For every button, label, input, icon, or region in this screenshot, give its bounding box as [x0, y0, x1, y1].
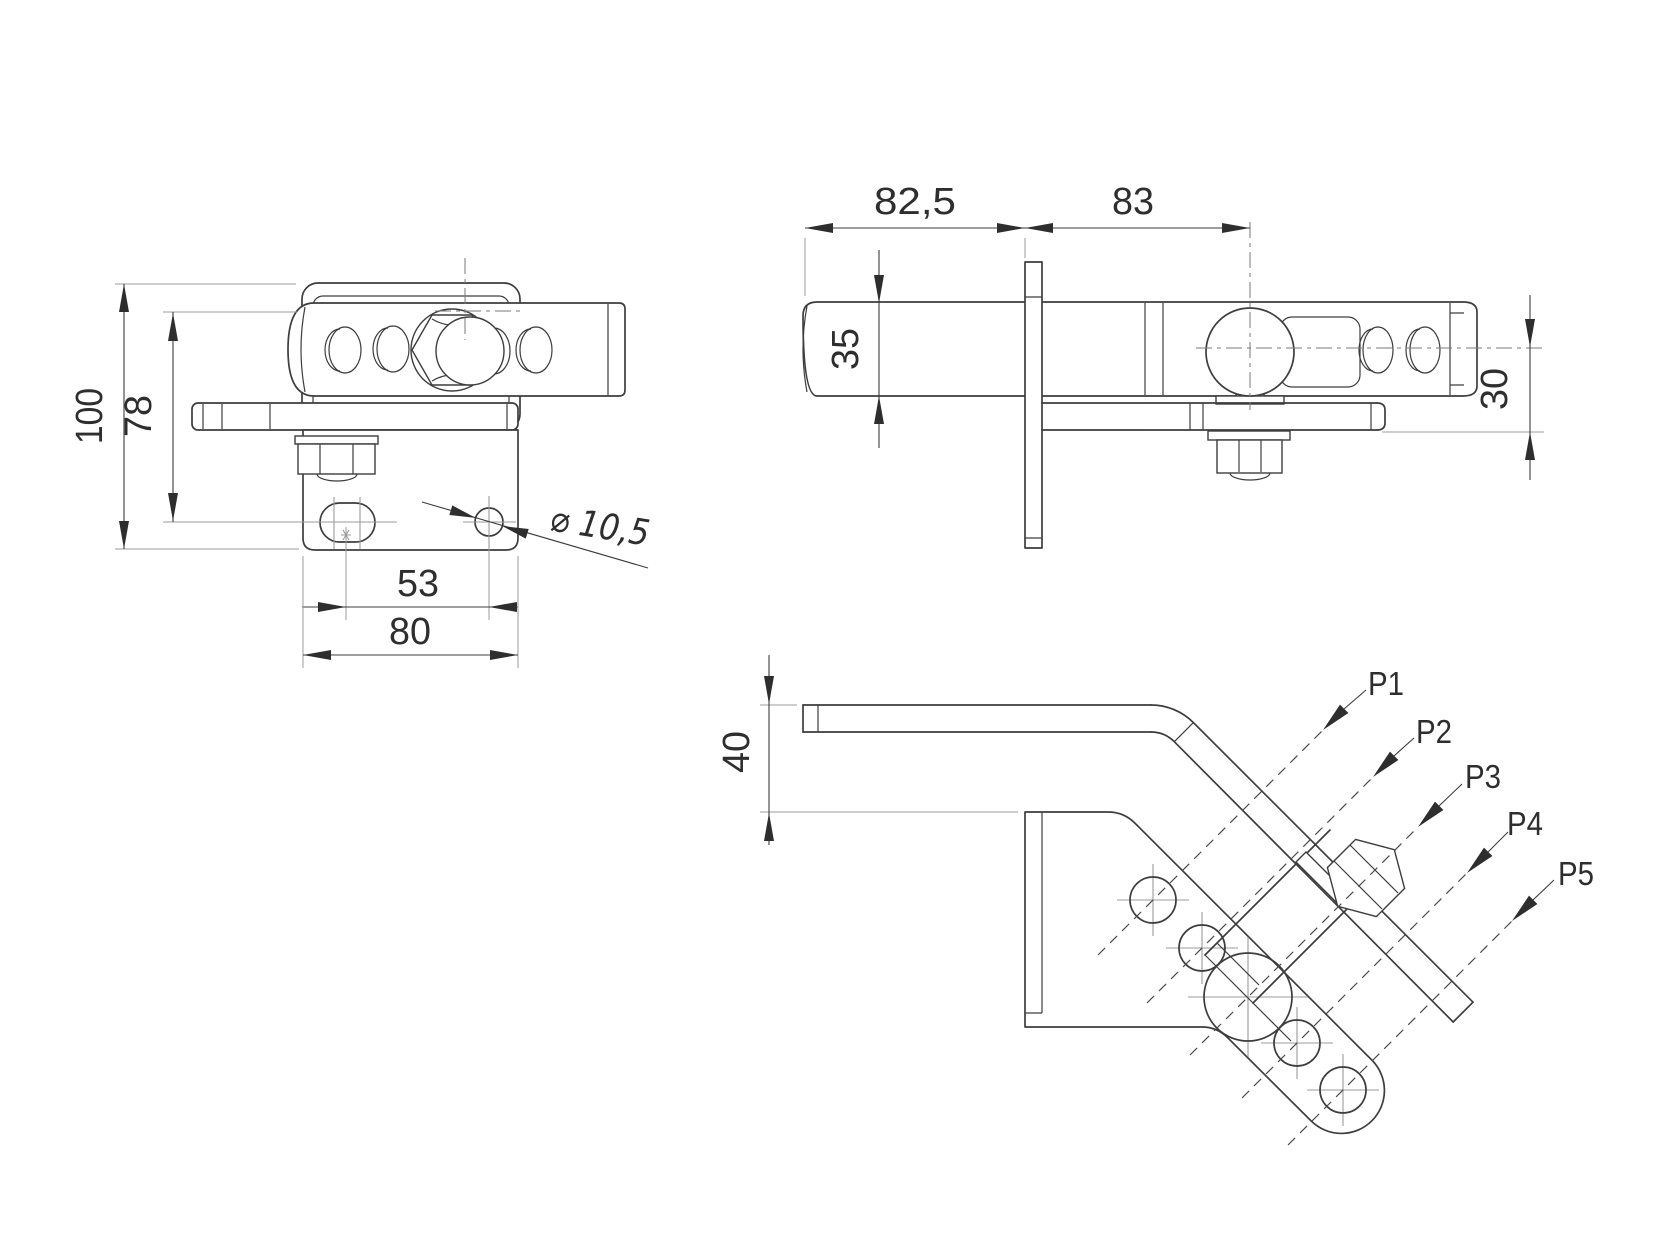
arm-bolt-hex: [1326, 838, 1406, 918]
dim-825-label: 82,5: [874, 181, 956, 223]
plan-view: P1 P2 P3 P4 P5 40: [716, 655, 1594, 1146]
label-p4: P4: [1507, 805, 1543, 842]
dim-40-label: 40: [716, 731, 758, 773]
dimension-30: [1382, 295, 1544, 480]
dimension-overall-height: [115, 283, 299, 550]
vertical-plate-edge: [1024, 261, 1043, 549]
dim-78-label: 78: [118, 395, 160, 437]
dimension-825-83: [804, 223, 1250, 296]
label-p1: P1: [1368, 665, 1404, 702]
dim-80-label: 80: [389, 611, 431, 653]
side-stud-nut: [1207, 430, 1291, 481]
dim-hole-diameter: ⌀ 10,5: [547, 499, 652, 555]
stud-nut: [294, 435, 379, 482]
dim-53-label: 53: [397, 563, 439, 605]
dimension-53: [302, 527, 518, 620]
dim-30-label: 30: [1474, 368, 1516, 410]
flange-edge: [1041, 402, 1386, 431]
dimension-40: [760, 655, 1018, 845]
bolt-head-face: [435, 316, 505, 386]
side-view: 82,5 83 35 30: [802, 181, 1546, 549]
front-view: ⌀ 10,5 100 78 53: [69, 258, 652, 668]
dim-100-label: 100: [69, 388, 111, 444]
bar-profile: [802, 301, 1478, 397]
hole-p3: [1188, 937, 1308, 1057]
bar-left-cap: [300, 306, 306, 393]
dim-83-label: 83: [1112, 181, 1154, 223]
arm-bolt: [1295, 838, 1406, 918]
dimension-35: [874, 250, 884, 448]
dimension-78: [163, 311, 397, 523]
bent-arm: [802, 704, 1474, 1023]
dimension-80: [302, 556, 519, 668]
label-p3: P3: [1465, 758, 1501, 795]
side-bar-holes: [1358, 326, 1441, 374]
dim-35-label: 35: [825, 328, 867, 370]
diameter-leader: [421, 501, 649, 569]
label-p5: P5: [1558, 855, 1594, 892]
label-p2: P2: [1416, 713, 1452, 750]
flange: [191, 402, 519, 431]
pivot-bolt: [410, 308, 505, 392]
position-axes: [1097, 689, 1555, 1146]
